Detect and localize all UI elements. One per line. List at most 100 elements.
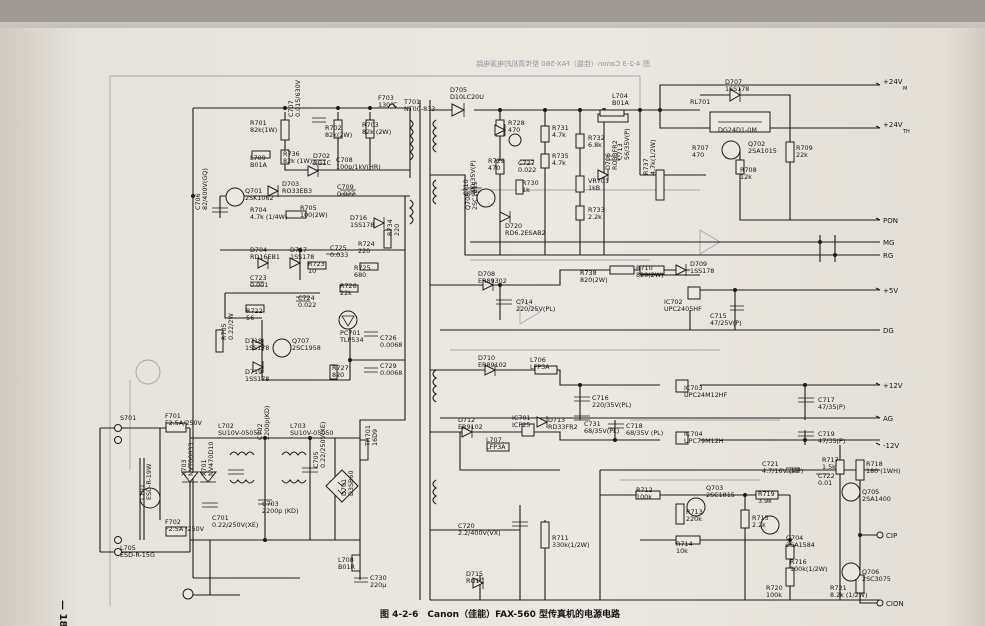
component-label-d706: D706RO33FR2 <box>604 140 619 170</box>
rail-24vm-sub: M <box>903 86 907 92</box>
component-label-s701: S701 <box>120 414 136 422</box>
component-label-r705b: R7050.22/2W <box>220 313 235 340</box>
component-label-c707: C7070.015/630V <box>287 79 302 117</box>
component-label-d701: D701D3SB60 <box>340 470 355 496</box>
rail-24vth-sub: TH <box>902 129 910 135</box>
component-label-dg24d1-0m: DG24D1-0M <box>718 126 757 134</box>
page-number: — 185 — <box>57 600 68 626</box>
component-symbols <box>114 82 884 607</box>
rail-cip-label: CIP <box>886 532 897 540</box>
rail-mg-label: MG <box>883 239 894 247</box>
component-label-q708: Q7082SC1815 <box>464 181 479 210</box>
component-label-x703: X703NVT00033 <box>180 443 195 476</box>
mirrored-caption: 图 4-2-3 Canon（佳能）FAX-560 型传真机的电源电路 <box>476 59 650 68</box>
scan-edge-dark <box>0 0 985 22</box>
component-label-rl701: RL701 <box>690 98 710 106</box>
rail-ag-label: AG <box>883 415 893 423</box>
rail-labels: +24V M +24V TH PON MG RG +5V DG +12V AG … <box>883 78 910 608</box>
component-label-r737: R7374.7k(1/2W) <box>642 140 657 175</box>
rail-rg-label: RG <box>883 252 893 260</box>
component-label-c705: C7050.22/250V(XE) <box>312 422 327 468</box>
rail-cion-label: CION <box>886 600 904 608</box>
rail-pon-label: PON <box>883 217 898 225</box>
rail-12v-label: +12V <box>883 382 903 390</box>
component-label-c706: C70682/400V(GQ) <box>194 168 209 210</box>
component-label-l701: L701ESD-R-19W <box>138 463 153 500</box>
component-label-c702: C7022200p(KD) <box>256 406 271 440</box>
